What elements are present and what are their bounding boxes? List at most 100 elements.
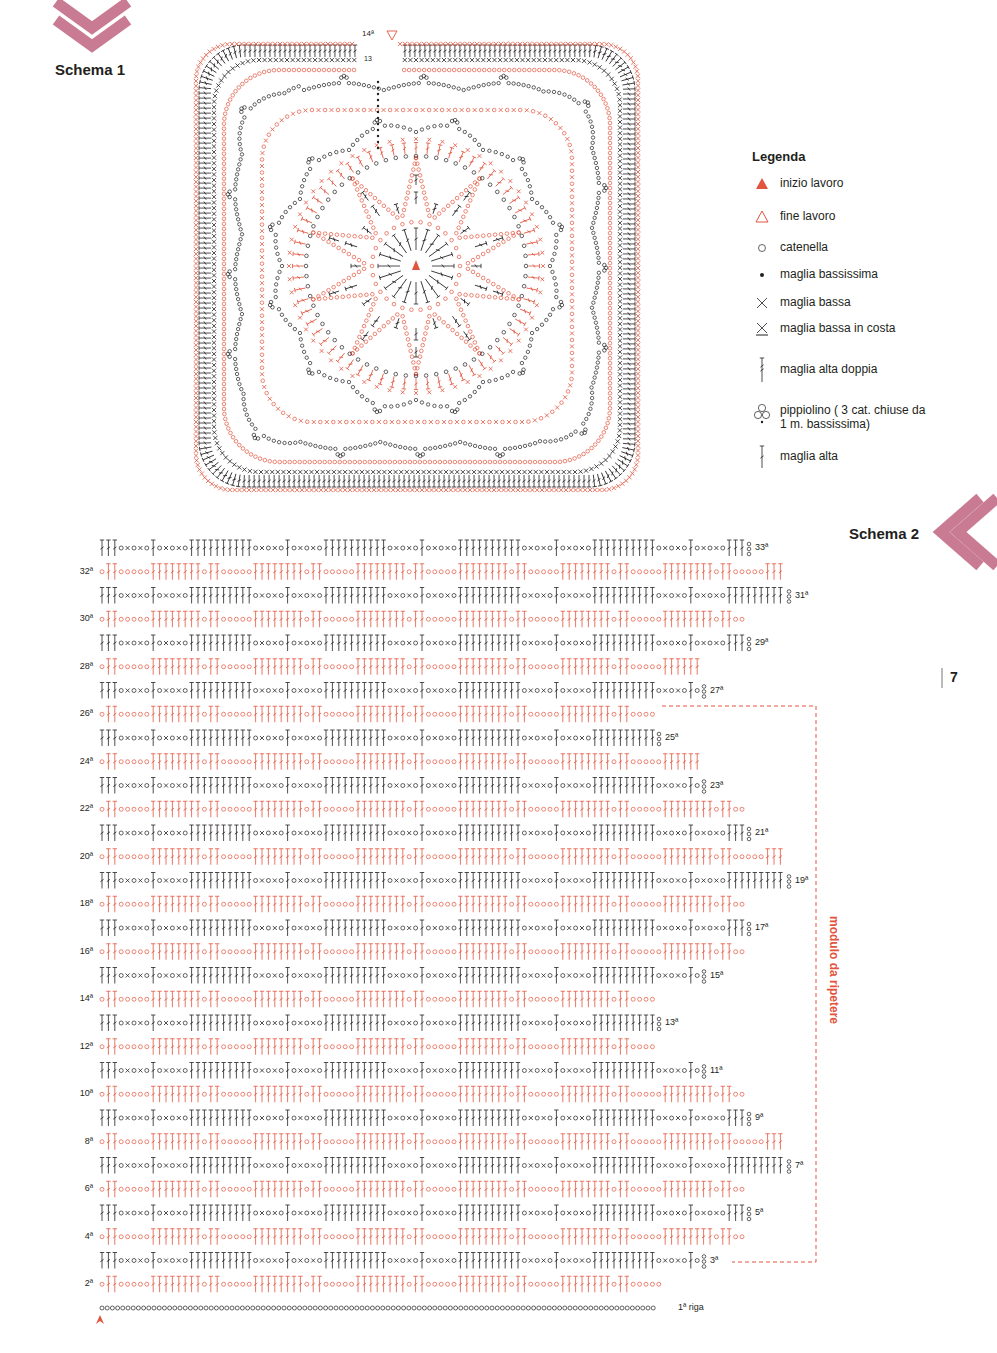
single-crochet	[280, 118, 284, 122]
treble-crochet	[323, 45, 327, 57]
single-crochet	[618, 187, 622, 191]
treble-crochet	[253, 45, 257, 57]
chain-stitch	[438, 445, 441, 448]
chain-stitch	[274, 240, 277, 243]
chain-stitch	[593, 443, 597, 447]
chain-stitch	[238, 132, 241, 135]
chain-stitch	[372, 86, 375, 89]
chain-stitch	[373, 460, 377, 464]
chain-stitch	[387, 208, 391, 212]
chain-stitch	[595, 206, 598, 209]
single-crochet	[525, 108, 529, 112]
chain-stitch	[247, 418, 250, 421]
treble-crochet	[502, 475, 506, 487]
chain-stitch	[457, 127, 460, 130]
chain-stitch	[222, 132, 226, 136]
chain-stitch	[367, 215, 371, 219]
treble-crochet	[452, 475, 456, 487]
treble-crochet	[199, 426, 211, 430]
chain-stitch	[360, 330, 364, 334]
treble-crochet	[345, 241, 358, 249]
chain-stitch	[528, 185, 531, 188]
chain-stitch	[437, 317, 441, 321]
chain-stitch	[418, 355, 422, 359]
chain-stitch	[408, 460, 412, 464]
chain-stitch	[304, 442, 307, 445]
single-crochet	[270, 470, 274, 474]
chain-stitch	[297, 110, 301, 114]
chain-stitch	[394, 372, 398, 376]
chain-stitch	[272, 402, 276, 406]
chain-stitch	[234, 362, 237, 365]
single-crochet	[548, 58, 552, 62]
treble-crochet	[414, 328, 418, 340]
single-crochet	[498, 58, 502, 62]
chain-stitch	[311, 298, 315, 302]
single-crochet	[401, 390, 405, 394]
chain-stitch	[288, 441, 291, 444]
treble-crochet	[553, 45, 557, 57]
chain-stitch	[364, 444, 367, 447]
chain-stitch	[457, 302, 461, 306]
chain-stitch	[262, 434, 265, 437]
chain-stitch	[222, 357, 226, 361]
chain-stitch	[507, 237, 511, 241]
treble-crochet	[338, 45, 342, 57]
single-crochet	[570, 318, 574, 322]
chain-stitch	[472, 171, 476, 175]
chain-stitch	[302, 350, 305, 353]
chain-stitch	[283, 460, 287, 464]
single-crochet	[618, 283, 622, 287]
single-crochet	[618, 294, 622, 298]
chain-stitch	[608, 316, 612, 320]
single-crochet	[602, 69, 606, 73]
chain-stitch	[222, 232, 226, 236]
treble-crochet	[287, 475, 291, 487]
single-crochet	[293, 303, 297, 307]
chain-stitch	[344, 447, 347, 450]
chain-stitch	[401, 108, 405, 112]
chain-stitch	[570, 169, 574, 173]
single-crochet	[618, 103, 622, 107]
chain-stitch	[482, 83, 485, 86]
chain-stitch	[453, 108, 457, 112]
chain-stitch	[364, 340, 368, 344]
chain-stitch	[608, 402, 612, 406]
chain-stitch	[228, 270, 232, 274]
treble-crochet	[486, 352, 496, 363]
single-crochet	[618, 406, 622, 410]
single-crochet	[213, 436, 217, 440]
chain-stitch	[535, 327, 538, 330]
chain-stitch	[562, 69, 566, 73]
treble-crochet	[623, 282, 635, 286]
chain-stitch	[604, 102, 608, 106]
single-crochet	[259, 470, 263, 474]
chain-stitch	[343, 460, 347, 464]
treble-crochet	[623, 247, 635, 251]
chain-stitch	[342, 249, 346, 253]
treble-crochet	[318, 45, 322, 57]
chain-stitch	[460, 336, 464, 340]
chain-stitch	[394, 444, 397, 447]
chain-stitch	[608, 376, 612, 380]
treble-crochet	[199, 311, 211, 315]
chain-stitch	[308, 361, 311, 364]
single-crochet	[421, 108, 425, 112]
single-crochet	[212, 122, 216, 126]
single-crochet	[388, 388, 392, 392]
chain-stitch	[239, 228, 242, 231]
treble-crochet	[587, 475, 591, 487]
treble-crochet	[431, 252, 453, 263]
treble-crochet	[342, 475, 346, 487]
chain-stitch	[395, 216, 399, 220]
chain-stitch	[608, 381, 612, 385]
chain-stitch	[502, 68, 506, 72]
chain-stitch	[284, 318, 287, 321]
single-crochet	[556, 470, 560, 474]
single-crochet	[287, 414, 291, 418]
chain-stitch	[337, 81, 340, 84]
treble-crochet	[432, 475, 436, 487]
chain-stitch	[228, 98, 232, 102]
single-crochet	[212, 335, 216, 339]
treble-crochet	[424, 234, 440, 254]
